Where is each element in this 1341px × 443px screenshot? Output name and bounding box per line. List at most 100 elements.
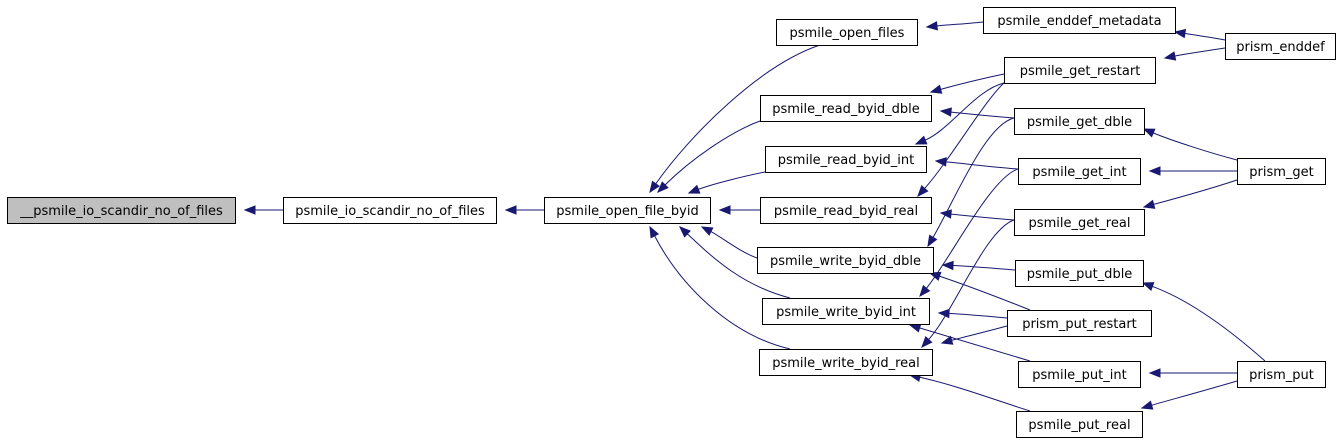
edge-n13-n5 (934, 157, 1019, 170)
node-box (765, 146, 927, 173)
edge-line (932, 117, 1015, 239)
edge-n9-n2 (649, 225, 791, 350)
node-psmile-get-dble[interactable]: psmile_get_dble (1014, 108, 1145, 135)
node-label: psmile_io_scandir_no_of_files (295, 204, 485, 219)
node-box (983, 7, 1176, 34)
arrowhead (718, 205, 731, 215)
edge-n11-n5 (914, 82, 1005, 145)
nodes-layer: __psmile_io_scandir_no_of_files psmile_io… (7, 7, 1336, 438)
arrowhead (1142, 128, 1156, 138)
node-psmile-get-restart[interactable]: psmile_get_restart (1004, 57, 1156, 84)
edge-n7-n2 (700, 226, 758, 259)
edge-n19-n10 (1173, 28, 1226, 41)
node-box (1015, 260, 1144, 287)
node-label: prism_put (1249, 368, 1314, 383)
node-psmile-open-files[interactable]: psmile_open_files (776, 19, 918, 46)
node-label: prism_enddef (1236, 40, 1325, 55)
edge-line (951, 264, 1016, 271)
node-box (1018, 361, 1141, 388)
edge-line (709, 230, 758, 259)
node-label: psmile_write_byid_real (772, 356, 920, 371)
node-prism-put[interactable]: prism_put (1237, 361, 1326, 388)
edge-line (927, 219, 1015, 341)
node-psmile-get-real[interactable]: psmile_get_real (1014, 209, 1145, 236)
node-label: __psmile_io_scandir_no_of_files (19, 204, 223, 219)
arrowhead (1163, 51, 1177, 61)
node-psmile-put-int[interactable]: psmile_put_int (1018, 361, 1141, 388)
arrowhead (925, 21, 938, 31)
node-label: prism_put_restart (1022, 317, 1137, 332)
edge-n10-n3 (925, 21, 984, 31)
node-box (1018, 158, 1141, 185)
node-psmile-open-file-byid[interactable]: psmile_open_file_byid (544, 197, 711, 224)
node-prism-enddef[interactable]: prism_enddef (1225, 33, 1336, 60)
node-psmile-put-real[interactable]: psmile_put_real (1016, 411, 1143, 438)
node-psmile-write-byid-int[interactable]: psmile_write_byid_int (762, 298, 930, 325)
arrowhead (687, 184, 701, 194)
node-label: psmile_put_int (1032, 368, 1126, 383)
node-label: psmile_read_byid_dble (772, 102, 920, 117)
edge-n12-n4 (939, 107, 1015, 119)
node-box (283, 197, 497, 224)
node-box (762, 298, 930, 325)
edge-n4-n2 (657, 120, 761, 193)
edge-n21-n17 (1148, 368, 1237, 378)
edge-n16-n8 (937, 308, 1008, 319)
arrowhead (940, 335, 954, 345)
node-psmile-io-scandir-no-of-files[interactable]: psmile_io_scandir_no_of_files (283, 197, 497, 224)
edge-line (924, 82, 1005, 142)
node-psmile-read-byid-dble[interactable]: psmile_read_byid_dble (760, 95, 932, 122)
edge-line (654, 44, 821, 185)
edge-n16-n9 (940, 325, 1008, 345)
edge-n5-n2 (687, 171, 766, 194)
node-box (1225, 33, 1336, 60)
arrowhead (657, 181, 669, 193)
node-label: psmile_get_int (1032, 165, 1126, 180)
node-box (760, 95, 932, 122)
edge-n11-n4 (929, 73, 1005, 94)
arrowhead (679, 226, 691, 238)
node-box (776, 19, 918, 46)
node-prism-get[interactable]: prism_get (1237, 158, 1326, 185)
node-label: psmile_open_files (790, 26, 905, 41)
node-box (1237, 361, 1326, 388)
node-label: psmile_write_byid_int (776, 305, 916, 320)
node-psmile-read-byid-real[interactable]: psmile_read_byid_real (760, 197, 932, 224)
node-box (760, 197, 932, 224)
edge-n1-n0 (243, 205, 284, 215)
node-label: psmile_write_byid_dble (770, 254, 921, 269)
arrowhead (941, 260, 954, 271)
arrowhead (939, 107, 952, 117)
node-box (1014, 108, 1145, 135)
node-psmile-enddef-metadata[interactable]: psmile_enddef_metadata (983, 7, 1176, 34)
edge-line (935, 21, 984, 27)
arrowhead (929, 84, 943, 94)
node-psmile-write-byid-real[interactable]: psmile_write_byid_real (759, 349, 933, 376)
arrowhead (1173, 28, 1187, 39)
edge-line (939, 73, 1005, 91)
edge-n6-n2 (718, 205, 761, 215)
node-psmile-put-dble[interactable]: psmile_put_dble (1015, 260, 1144, 287)
edge-line (1150, 380, 1238, 407)
node-psmile-write-byid-dble[interactable]: psmile_write_byid_dble (757, 247, 934, 274)
edge-line (923, 82, 1005, 190)
edge-n20-n12 (1142, 128, 1238, 161)
arrowhead (504, 205, 517, 215)
arrowhead (914, 135, 928, 145)
arrowhead (700, 226, 714, 236)
edge-line (697, 171, 766, 191)
edge-n2-n1 (504, 205, 545, 215)
node-label: psmile_enddef_metadata (997, 14, 1161, 29)
node-psmile-get-int[interactable]: psmile_get_int (1018, 158, 1141, 185)
arrowhead (1148, 166, 1161, 176)
node-label: psmile_get_dble (1027, 115, 1132, 130)
edge-n15-n7 (941, 260, 1016, 271)
arrowhead (908, 323, 922, 333)
edge-line (949, 111, 1015, 119)
node-box (1237, 158, 1326, 185)
arrowhead (919, 284, 931, 298)
edge-n12-n7 (927, 117, 1015, 248)
node-psmile-read-byid-int[interactable]: psmile_read_byid_int (765, 146, 927, 173)
node-label: psmile_get_restart (1020, 64, 1141, 79)
node-prism-put-restart[interactable]: prism_put_restart (1007, 310, 1152, 337)
